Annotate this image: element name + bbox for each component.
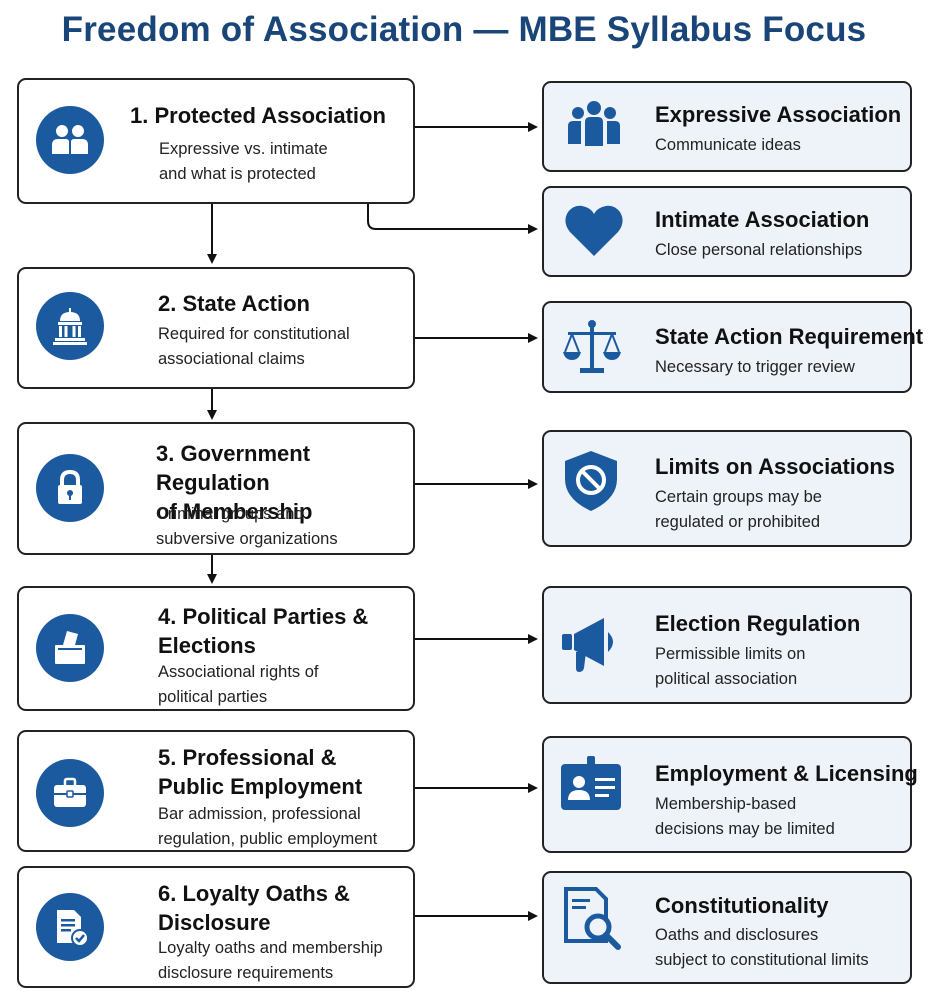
outcome-limits-title: Limits on Associations [655,454,896,479]
step-6-title: 6. Loyalty Oaths &Disclosure [158,881,350,935]
outcome-state-action-title: State Action Requirement [655,324,924,349]
outcome-expressive-box: Expressive Association Communicate ideas [542,81,912,172]
outcome-intimate-desc: Close personal relationships [655,241,863,259]
outcome-intimate-title: Intimate Association [655,207,870,232]
step-4-title: 4. Political Parties &Elections [158,604,369,658]
capitol-icon [36,292,104,360]
step-2-title: 2. State Action [158,291,310,316]
outcome-state-action-desc: Necessary to trigger review [655,358,855,376]
step-6-box: 6. Loyalty Oaths &Disclosure Loyalty oat… [17,866,415,988]
page-title: Freedom of Association — MBE Syllabus Fo… [61,10,867,49]
outcome-constitutionality-title: Constitutionality [655,893,829,918]
step-4-box: 4. Political Parties &Elections Associat… [17,586,415,711]
outcome-limits-box: Limits on Associations Certain groups ma… [542,430,912,547]
outcome-election-box: Election Regulation Permissible limits o… [542,586,912,704]
document-search-icon [560,887,624,951]
outcome-expressive-title: Expressive Association [655,102,902,127]
shield-prohibited-icon [559,449,623,513]
step-2-box: 2. State Action Required for constitutio… [17,267,415,389]
outcome-state-action-box: State Action Requirement Necessary to tr… [542,301,923,393]
people-icon [36,106,104,174]
outcome-expressive-desc: Communicate ideas [655,136,801,154]
document-check-icon [36,893,104,961]
outcome-intimate-box: Intimate Association Close personal rela… [542,186,912,277]
step-5-box: 5. Professional &Public Employment Bar a… [17,730,415,852]
heart-icon [562,200,626,264]
step-1-title: 1. Protected Association [130,103,386,128]
step-1-box: 1. Protected Association Expressive vs. … [17,78,415,204]
group-icon [562,96,626,160]
briefcase-icon [36,759,104,827]
megaphone-icon [560,610,624,674]
ballot-box-icon [36,614,104,682]
lock-icon [36,454,104,522]
id-badge-icon [559,756,623,820]
outcome-election-title: Election Regulation [655,611,861,636]
outcome-employment-title: Employment & Licensing [655,761,918,786]
step-5-title: 5. Professional &Public Employment [158,745,363,799]
arrow-step1-intimate [367,204,538,234]
scales-icon [560,316,624,380]
